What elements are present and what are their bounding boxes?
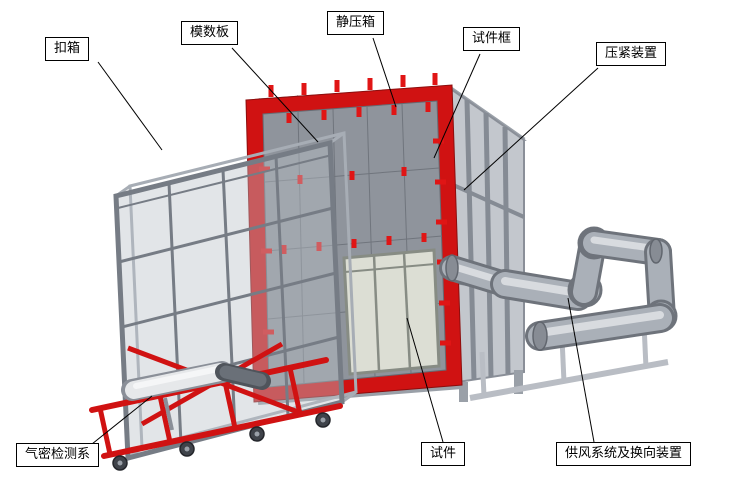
callout-static-pressure-box: 静压箱 — [327, 11, 385, 36]
airtight-detector — [121, 361, 271, 431]
callout-specimen-frame: 试件框 — [463, 27, 521, 52]
callout-airtight-detection: 气密检测系 — [16, 443, 100, 468]
leader-lines — [91, 37, 599, 445]
specimen — [342, 248, 441, 376]
piping-system — [439, 226, 678, 401]
caster-wheels — [112, 412, 331, 471]
callout-clamping-device: 压紧装置 — [596, 42, 667, 67]
clamping-devices — [259, 73, 451, 346]
callout-specimen: 试件 — [421, 442, 466, 467]
callout-air-supply-system: 供风系统及换向装置 — [556, 442, 692, 467]
callout-modular-panel: 模数板 — [181, 21, 239, 46]
callout-clamp-box: 扣箱 — [45, 37, 90, 62]
